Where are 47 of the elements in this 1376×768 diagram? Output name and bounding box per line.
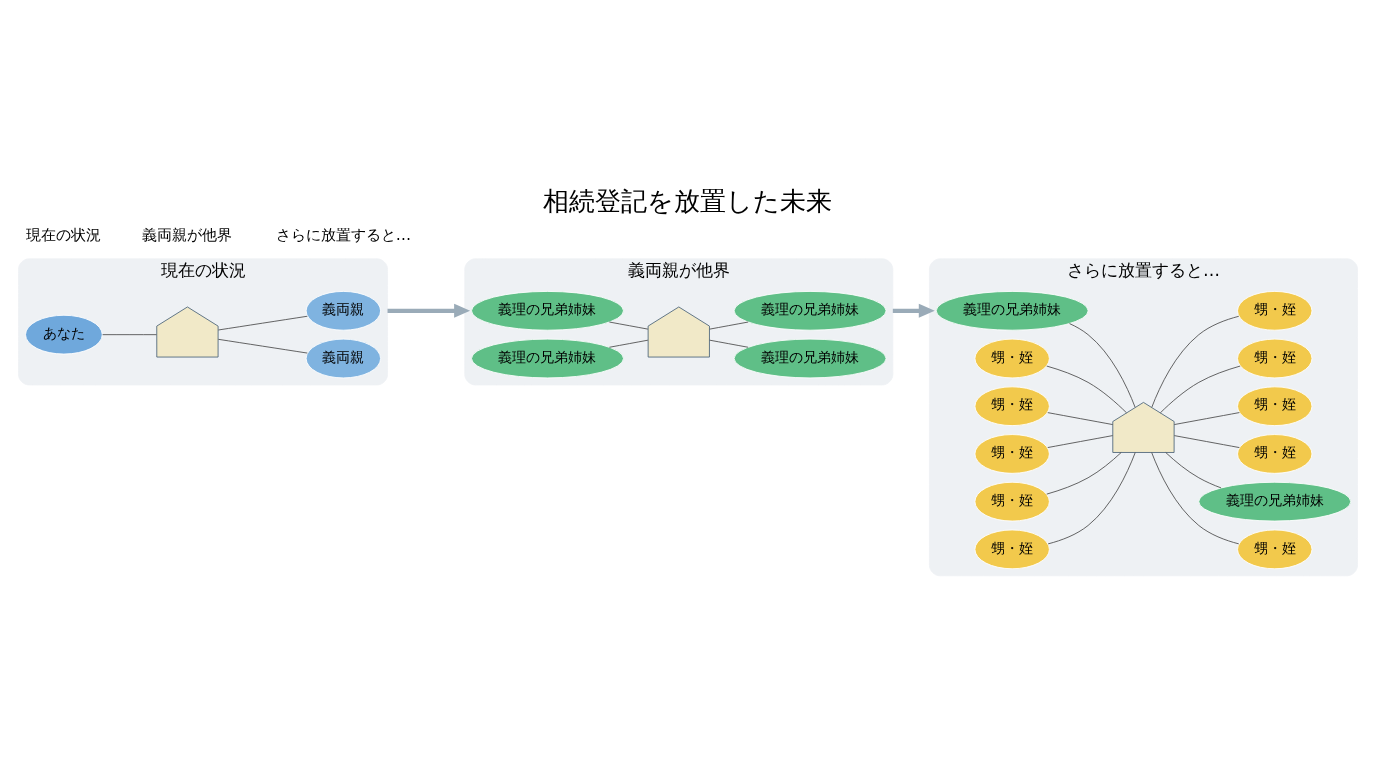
connector xyxy=(709,339,749,348)
connector xyxy=(709,321,749,330)
node-ellipse: 甥・姪 xyxy=(1237,385,1313,426)
label: 現在の状況 xyxy=(26,225,102,244)
node-ellipse: 義理の兄弟姉妹 xyxy=(935,290,1089,331)
diagram-title: 相続登記を放置した未来 xyxy=(543,185,833,216)
node-ellipse: 義理の兄弟姉妹 xyxy=(733,338,887,378)
label: 義両親が他界 xyxy=(142,225,233,244)
connector xyxy=(1069,322,1136,408)
connector xyxy=(1047,411,1114,425)
connector xyxy=(608,321,649,330)
label: さらに放置すると… xyxy=(275,225,412,244)
connector xyxy=(1047,451,1136,544)
connector xyxy=(1151,451,1240,544)
node-picture xyxy=(1112,401,1175,453)
connector xyxy=(217,338,308,353)
node-ellipse: 義理の兄弟姉妹 xyxy=(733,290,887,331)
connector xyxy=(217,315,308,330)
node-ellipse: あなた xyxy=(25,314,103,354)
connector xyxy=(1159,365,1241,413)
connector xyxy=(1165,451,1222,488)
node-ellipse: 義両親 xyxy=(305,338,381,378)
node-ellipse: 甥・姪 xyxy=(974,385,1050,426)
node-ellipse: 甥・姪 xyxy=(1237,290,1313,331)
arrow xyxy=(892,303,935,318)
connector xyxy=(608,339,649,348)
connector xyxy=(102,333,157,335)
connector xyxy=(1173,411,1240,425)
node-ellipse: 義理の兄弟姉妹 xyxy=(471,290,624,331)
connector xyxy=(1151,315,1240,408)
connector xyxy=(1046,365,1127,413)
arrow xyxy=(387,303,471,318)
node-ellipse: 甥・姪 xyxy=(1237,338,1313,378)
node-ellipse: 義両親 xyxy=(305,290,381,331)
connector xyxy=(1047,434,1114,448)
node-ellipse: 甥・姪 xyxy=(974,338,1050,378)
node-ellipse: 甥・姪 xyxy=(974,433,1050,474)
node-ellipse: 甥・姪 xyxy=(974,529,1050,569)
connector xyxy=(1173,434,1240,448)
node-ellipse: 甥・姪 xyxy=(974,481,1050,521)
node-ellipse: 甥・姪 xyxy=(1237,529,1313,569)
node-picture xyxy=(156,306,219,357)
node-picture xyxy=(647,306,710,357)
node-ellipse: 義理の兄弟姉妹 xyxy=(1198,481,1352,521)
connector xyxy=(1046,451,1122,495)
node-ellipse: 義理の兄弟姉妹 xyxy=(471,338,624,378)
node-ellipse: 甥・姪 xyxy=(1237,433,1313,474)
